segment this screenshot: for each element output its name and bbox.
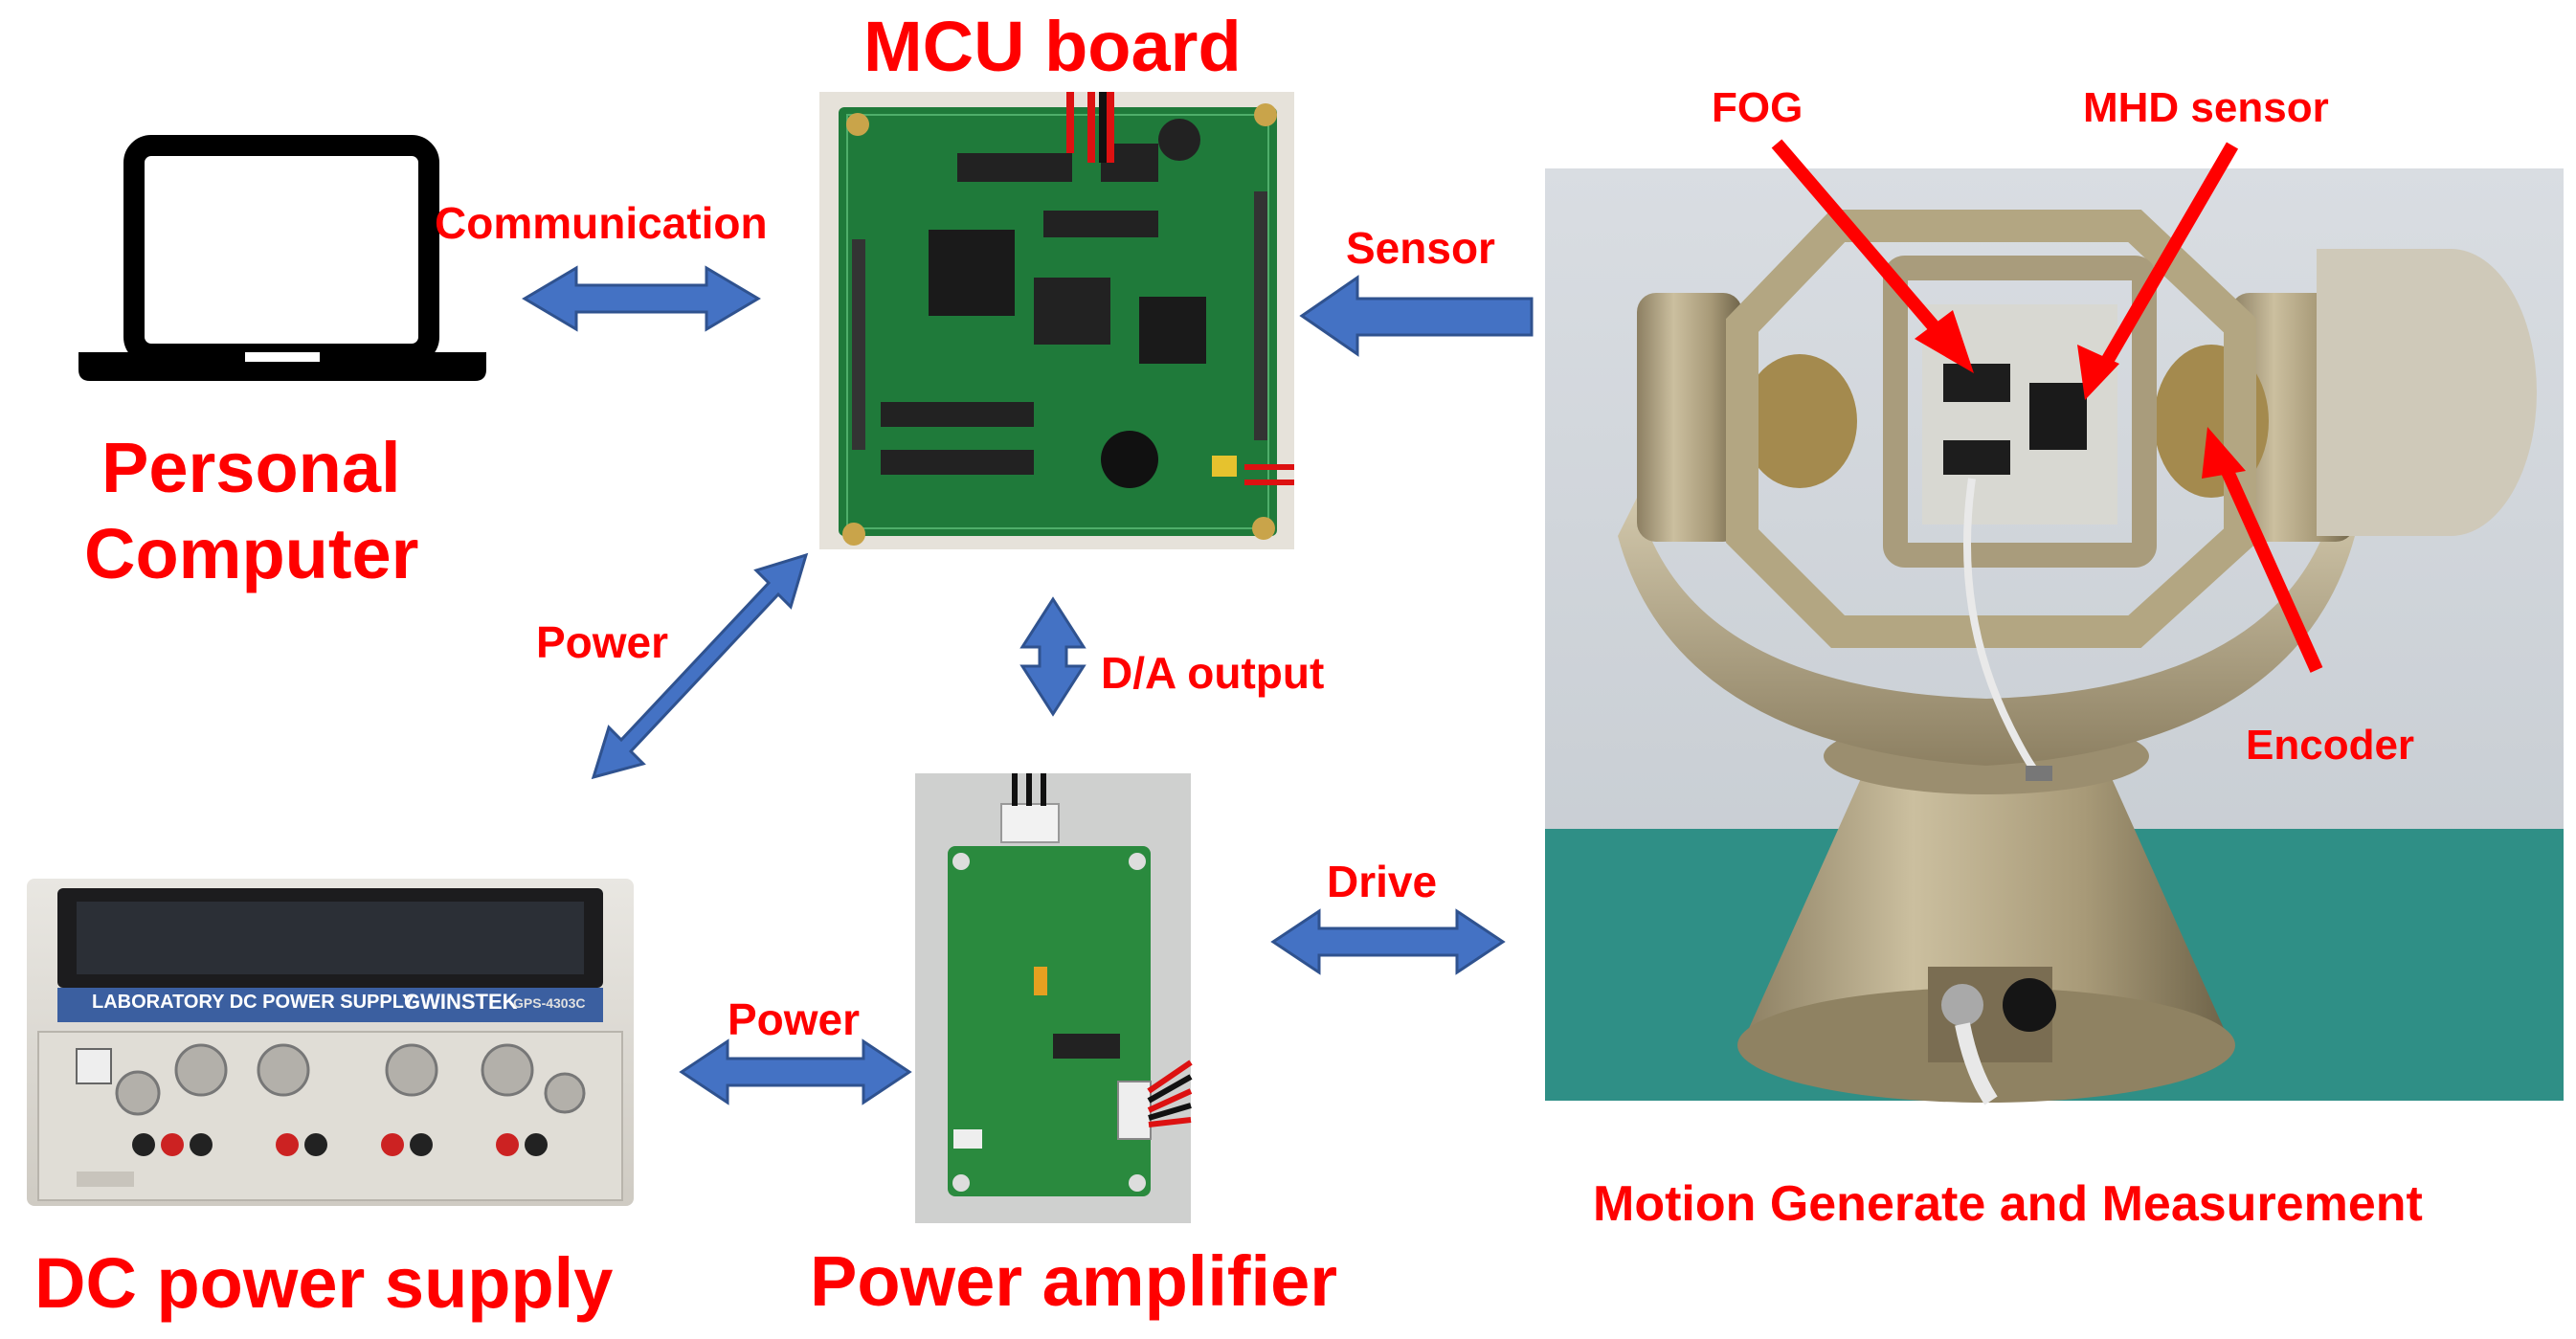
fog-label: FOG: [1712, 84, 1803, 131]
power-diagonal-arrow: [591, 552, 809, 780]
sensor-label: Sensor: [1346, 223, 1495, 273]
dc-power-supply-photo: [27, 879, 634, 1206]
communication-label: Communication: [435, 198, 768, 248]
psu-brand-logo: GWINSTEK: [404, 990, 518, 1014]
pc-title-line1: Personal: [101, 428, 401, 507]
motion-title: Motion Generate and Measurement: [1593, 1176, 2423, 1232]
communication-arrow: [522, 265, 761, 332]
mhd-sensor-label: MHD sensor: [2083, 84, 2329, 131]
power-left-label: Power: [536, 617, 669, 667]
power-bottom-label: Power: [728, 994, 861, 1044]
psu-panel-name: LABORATORY DC POWER SUPPLY: [92, 992, 415, 1013]
power-amplifier-title: Power amplifier: [810, 1241, 1338, 1321]
sensor-arrow: [1299, 275, 1534, 357]
mcu-board-title: MCU board: [863, 7, 1242, 86]
encoder-label: Encoder: [2246, 722, 2415, 769]
pc-title-line2: Computer: [84, 514, 419, 593]
psu-model: GPS-4303C: [513, 995, 586, 1011]
laptop-icon: [78, 135, 486, 381]
da-output-arrow: [1019, 596, 1086, 717]
mcu-board-photo: [819, 92, 1294, 549]
dc-power-supply-title: DC power supply: [34, 1243, 614, 1323]
power-horizontal-arrow: [679, 1038, 912, 1105]
drive-arrow: [1270, 908, 1506, 975]
motion-platform-photo: [1545, 139, 2564, 1105]
da-output-label: D/A output: [1101, 648, 1325, 698]
power-amplifier-photo: [915, 773, 1193, 1223]
drive-label: Drive: [1327, 857, 1438, 906]
